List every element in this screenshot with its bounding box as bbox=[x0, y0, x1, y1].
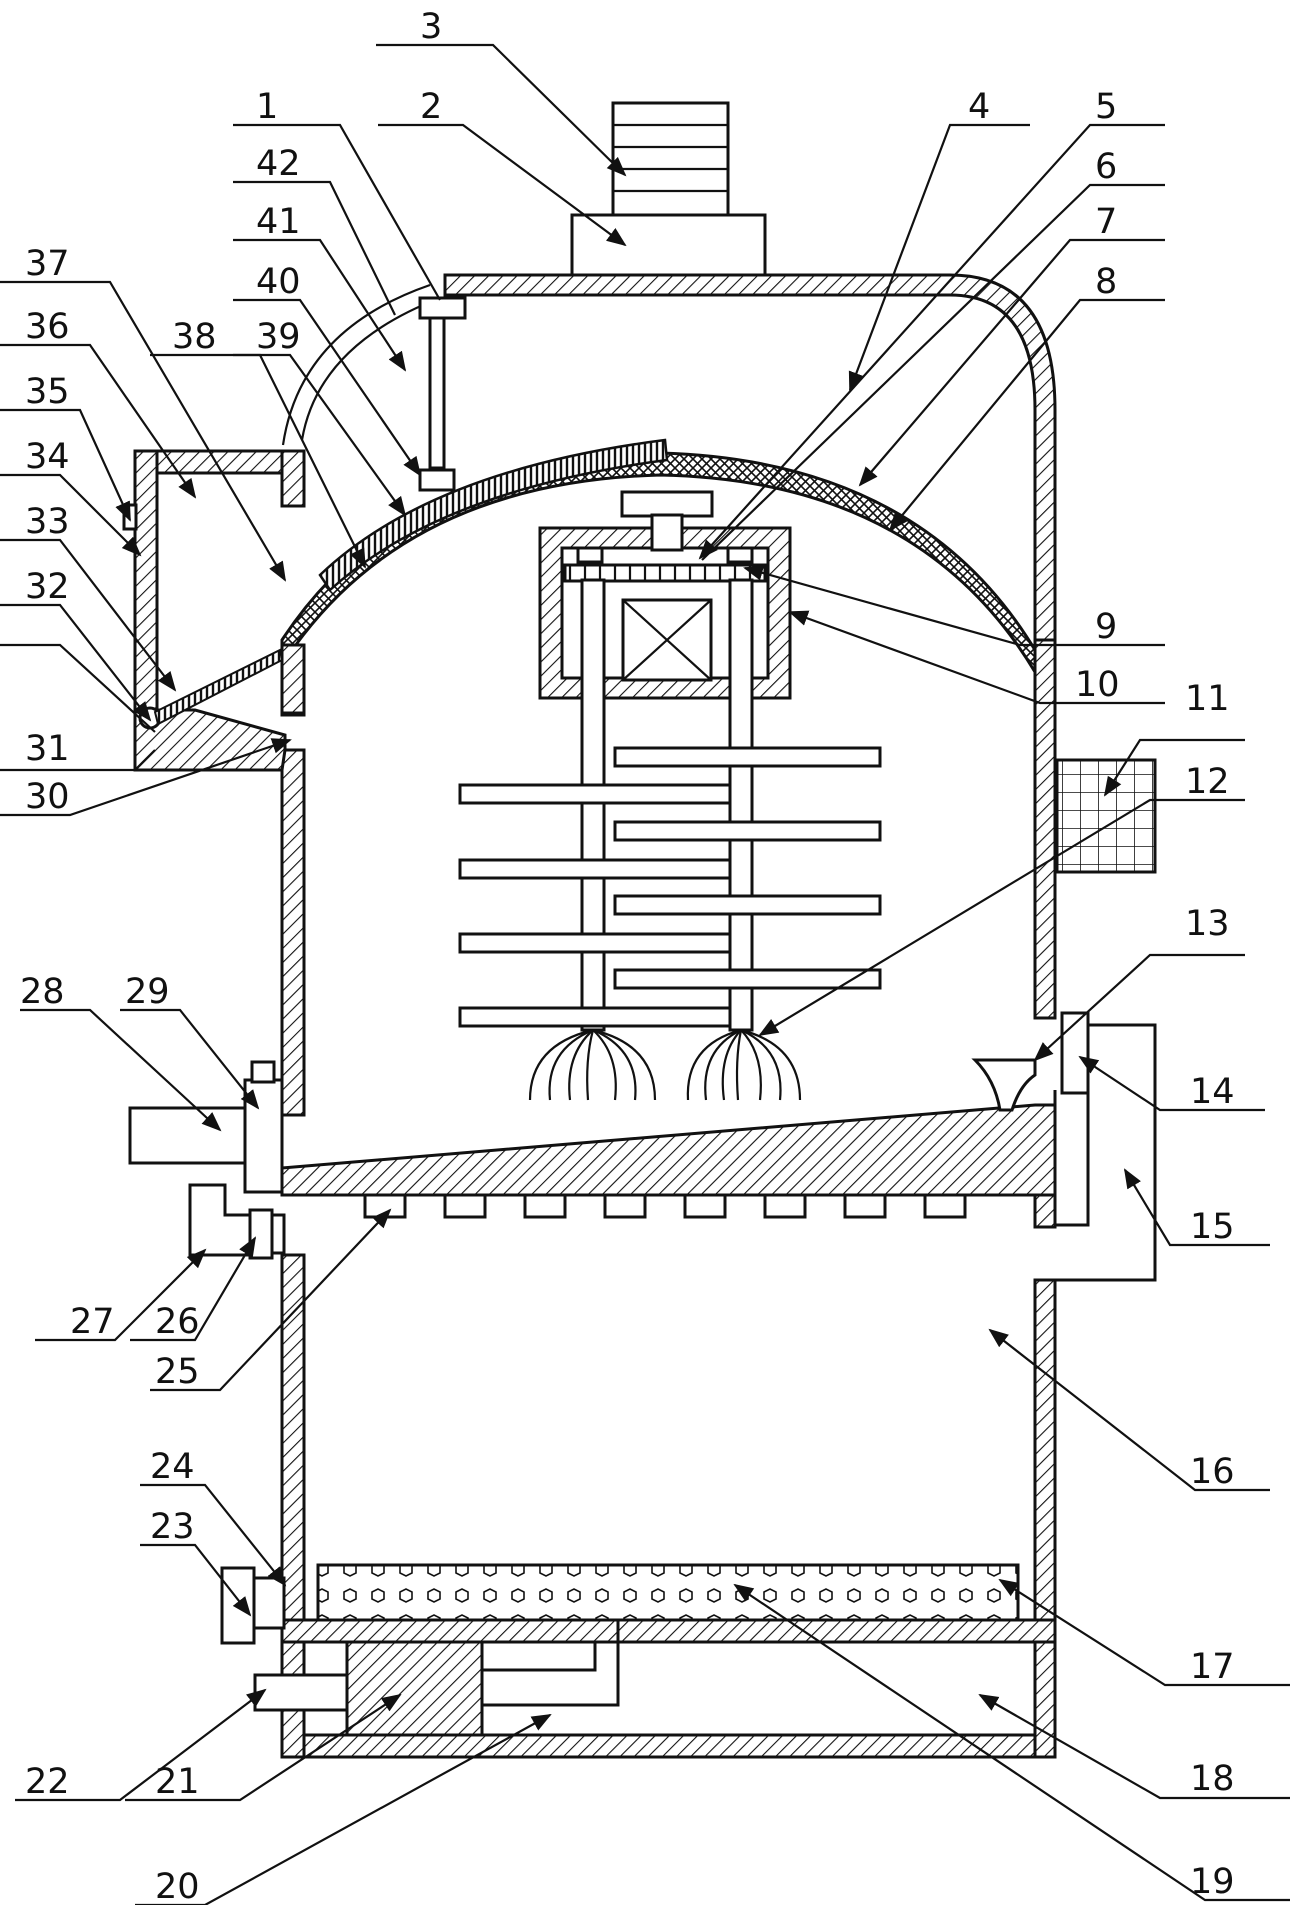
label-1: 1 bbox=[256, 87, 278, 127]
valve-26 bbox=[248, 1208, 274, 1260]
shaft-mount-5 bbox=[620, 490, 714, 518]
label-21: 21 bbox=[155, 1762, 200, 1802]
label-15: 15 bbox=[1190, 1207, 1235, 1247]
sloped-floor bbox=[280, 1103, 1057, 1197]
label-19: 19 bbox=[1190, 1862, 1235, 1902]
label-28: 28 bbox=[20, 972, 65, 1012]
label-18: 18 bbox=[1190, 1759, 1235, 1799]
valve-body-29 bbox=[243, 1078, 284, 1194]
left-wall-upper bbox=[280, 748, 306, 1117]
label-42: 42 bbox=[256, 144, 301, 184]
label-38: 38 bbox=[172, 317, 217, 357]
leaders bbox=[0, 43, 1290, 1905]
bottom-plate bbox=[280, 1733, 1057, 1759]
label-14: 14 bbox=[1190, 1072, 1235, 1112]
label-20: 20 bbox=[155, 1867, 200, 1905]
label-40: 40 bbox=[256, 262, 301, 302]
label-9: 9 bbox=[1095, 607, 1117, 647]
filter-box-11 bbox=[1055, 758, 1157, 874]
label-5: 5 bbox=[1095, 87, 1117, 127]
label-7: 7 bbox=[1095, 202, 1117, 242]
pump-21 bbox=[345, 1640, 484, 1737]
label-25: 25 bbox=[155, 1352, 200, 1392]
inlet-pipe-28 bbox=[128, 1106, 247, 1165]
valve-26-body bbox=[270, 1213, 286, 1255]
bearing-9a bbox=[576, 546, 604, 564]
valve-14 bbox=[1060, 1011, 1090, 1095]
funnel-13 bbox=[971, 1058, 1037, 1112]
box-left-wall-34 bbox=[133, 449, 159, 738]
label-16: 16 bbox=[1190, 1452, 1235, 1492]
outlet-pipe-15 bbox=[1035, 1023, 1157, 1282]
spring-33 bbox=[153, 648, 284, 726]
whisk-right bbox=[686, 1028, 802, 1101]
label-8: 8 bbox=[1095, 262, 1117, 302]
label-33: 33 bbox=[25, 502, 70, 542]
part-numbers: 3 2 1 42 41 40 39 38 37 36 35 34 33 32 3… bbox=[20, 7, 1235, 1905]
pipe-27 bbox=[188, 1183, 254, 1257]
label-30: 30 bbox=[25, 777, 70, 817]
right-wall-upper bbox=[1033, 638, 1057, 1020]
lower-lip bbox=[280, 643, 306, 715]
label-26: 26 bbox=[155, 1302, 200, 1342]
label-31: 31 bbox=[25, 729, 70, 769]
spray-nozzles-25 bbox=[363, 1193, 967, 1219]
pipe-20 bbox=[482, 1620, 620, 1707]
inlet-22 bbox=[253, 1673, 349, 1712]
bearing-9b bbox=[726, 546, 754, 564]
whisk-left bbox=[528, 1028, 657, 1101]
label-3: 3 bbox=[420, 7, 442, 47]
label-13: 13 bbox=[1185, 904, 1230, 944]
label-22: 22 bbox=[25, 1762, 70, 1802]
stir-shaft-right bbox=[728, 578, 754, 1032]
label-24: 24 bbox=[150, 1447, 195, 1487]
left-dome-arc-inner bbox=[300, 296, 441, 441]
valve-cap-29 bbox=[250, 1060, 276, 1084]
label-12: 12 bbox=[1185, 762, 1230, 802]
valve-23 bbox=[220, 1566, 256, 1645]
left-collection-box bbox=[122, 449, 306, 772]
label-4: 4 bbox=[968, 87, 990, 127]
label-17: 17 bbox=[1190, 1647, 1235, 1687]
drive-shaft-5 bbox=[650, 513, 684, 552]
filter-plate-17 bbox=[316, 1563, 1020, 1622]
label-32: 32 bbox=[25, 567, 70, 607]
clamp-41 bbox=[418, 296, 467, 492]
stir-shaft-left bbox=[580, 578, 606, 1032]
motor-3 bbox=[611, 101, 730, 217]
label-6: 6 bbox=[1095, 147, 1117, 187]
label-27: 27 bbox=[70, 1302, 115, 1342]
motor-base-2 bbox=[570, 213, 767, 277]
label-11: 11 bbox=[1185, 679, 1230, 719]
label-37: 37 bbox=[25, 244, 70, 284]
label-41: 41 bbox=[256, 202, 301, 242]
label-2: 2 bbox=[420, 87, 442, 127]
label-34: 34 bbox=[25, 437, 70, 477]
pipe-24 bbox=[252, 1576, 286, 1630]
mid-plate bbox=[280, 1618, 1057, 1644]
label-29: 29 bbox=[125, 972, 170, 1012]
label-39: 39 bbox=[256, 317, 301, 357]
label-10: 10 bbox=[1075, 665, 1120, 705]
brush-39 bbox=[318, 438, 669, 592]
label-23: 23 bbox=[150, 1507, 195, 1547]
label-36: 36 bbox=[25, 307, 70, 347]
opening-37 bbox=[280, 449, 306, 508]
paddles bbox=[458, 746, 882, 1028]
vessel-body bbox=[280, 273, 1057, 1759]
gear-teeth bbox=[568, 565, 752, 581]
label-35: 35 bbox=[25, 372, 70, 412]
left-dome-arc bbox=[281, 283, 431, 446]
